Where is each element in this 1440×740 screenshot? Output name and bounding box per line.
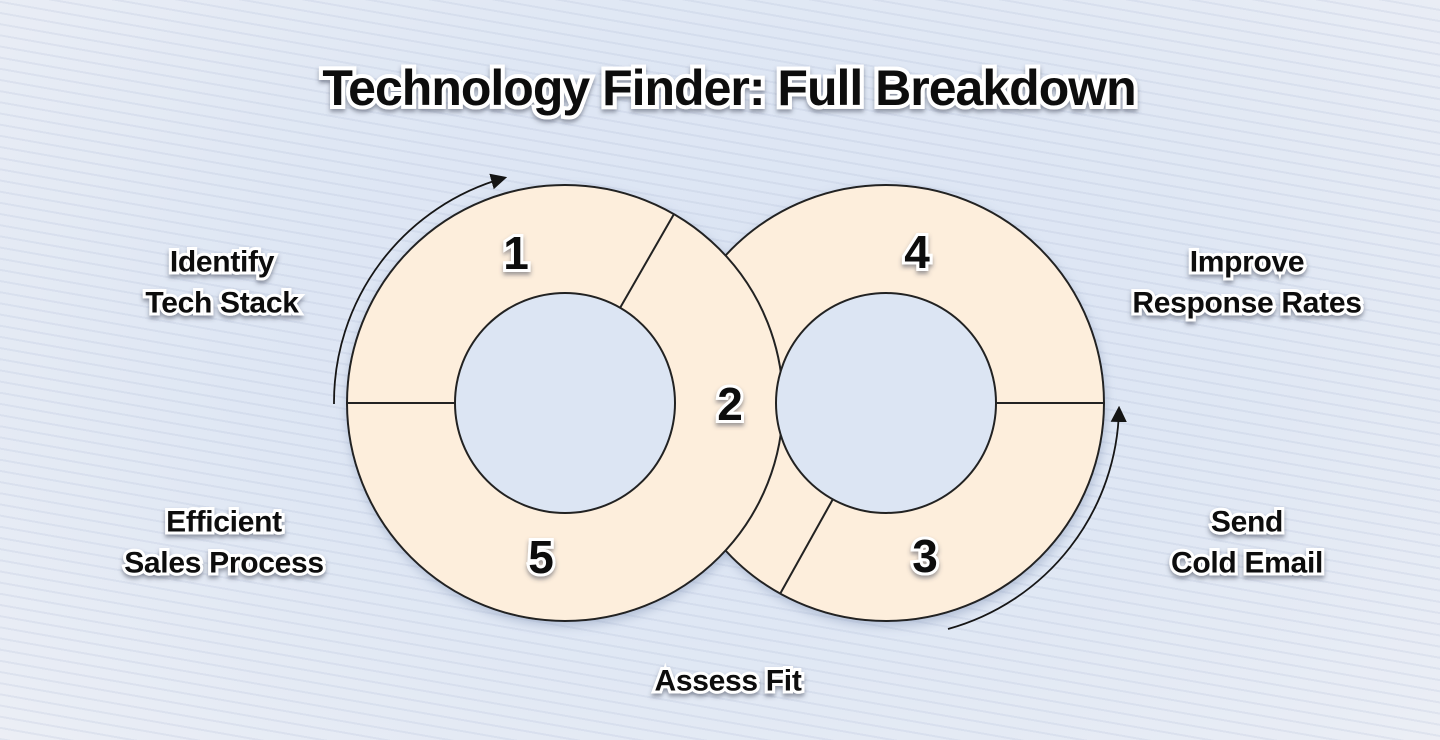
step-labels: Identify Tech Stack Improve Response Rat… (121, 243, 1365, 701)
left-ring-fill (347, 185, 783, 621)
flow-arrow-bottom-right (947, 405, 1127, 630)
step-1-label-line-1: Identify (170, 246, 275, 279)
right-ring-hole (775, 292, 997, 514)
step-3-number: 3 (912, 530, 938, 582)
step-3-label-line-2: Cold Email (1171, 547, 1323, 580)
step-5-label-line-2: Sales Process (124, 547, 324, 580)
step-4-label-line-1: Improve (1190, 246, 1305, 279)
step-3-label-line-1: Send (1211, 506, 1283, 539)
step-2-number: 2 (717, 378, 743, 430)
page-title: Technology Finder: Full Breakdown (322, 60, 1135, 116)
step-4-number: 4 (904, 226, 930, 278)
step-2-label-line-1: Assess Fit (654, 665, 801, 698)
left-ring-divider-1-2 (619, 213, 675, 309)
infinity-loop-rings (346, 184, 1105, 622)
segment-numbers: 1 2 3 4 5 (500, 223, 941, 586)
right-ring-fill (668, 185, 1104, 621)
left-ring-hole (454, 292, 676, 514)
step-1-number: 1 (503, 227, 529, 279)
flow-arrow-top-left (333, 173, 508, 405)
step-5-label-line-1: Efficient (166, 506, 282, 539)
step-5-number: 5 (528, 531, 554, 583)
step-1-label-line-2: Tech Stack (145, 287, 299, 320)
right-ring-divider-2-3 (779, 498, 834, 595)
step-4-label-line-2: Response Rates (1132, 287, 1361, 320)
